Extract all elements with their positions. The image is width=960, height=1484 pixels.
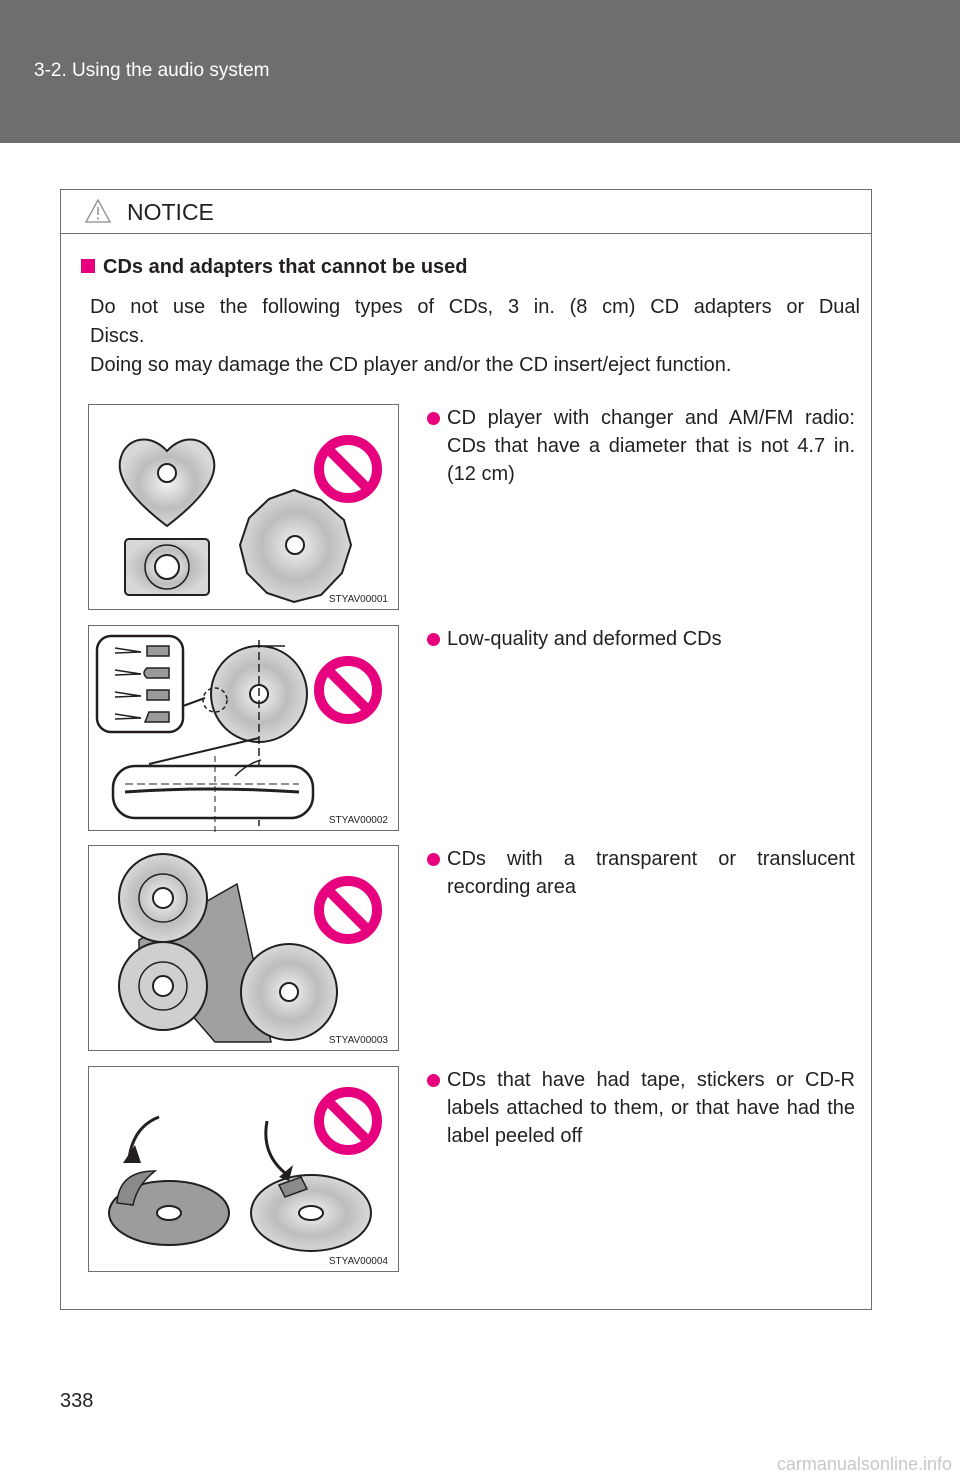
- notice-box: NOTICE CDs and adapters that cannot be u…: [60, 189, 872, 1310]
- figure-code: STYAV00001: [328, 594, 388, 605]
- intro-line-3: Doing so may damage the CD player and/or…: [90, 354, 732, 376]
- notice-title: NOTICE: [127, 199, 214, 225]
- intro-line-2: Discs.: [90, 325, 145, 347]
- bullet-dot-icon: [427, 412, 440, 425]
- intro-paragraph: Do not use the following types of CDs, 3…: [90, 293, 860, 380]
- figure-code: STYAV00004: [328, 1256, 388, 1267]
- odd-shaped-cds-illustration: [118, 435, 382, 604]
- watermark: carmanualsonline.info: [776, 1454, 952, 1474]
- section-title: 3-2. Using the audio system: [34, 60, 270, 81]
- square-bullet-icon: [81, 259, 95, 273]
- bullet-item: CD player with changer and AM/FM radio: …: [427, 404, 855, 488]
- bullet-text: CDs with a transparent or translucent re…: [447, 848, 855, 898]
- intro-line-1: Do not use the following types of CDs, 3…: [90, 296, 860, 318]
- figure-code: STYAV00002: [328, 815, 388, 826]
- bullet-dot-icon: [427, 633, 440, 646]
- figure-labeled-cds: STYAV00004: [88, 1066, 399, 1272]
- warning-icon: [85, 199, 111, 223]
- deformed-cds-illustration: [95, 634, 382, 832]
- bullet-dot-icon: [427, 1074, 440, 1087]
- page-header: 3-2. Using the audio system: [0, 0, 960, 143]
- labeled-cds-illustration: [108, 1087, 382, 1252]
- subheading: CDs and adapters that cannot be used: [81, 256, 468, 279]
- bullet-item: CDs with a transparent or translucent re…: [427, 845, 855, 901]
- bullet-text: CDs that have had tape, stickers or CD-R…: [447, 1069, 855, 1147]
- bullet-dot-icon: [427, 853, 440, 866]
- bullet-item: Low-quality and deformed CDs: [427, 625, 855, 653]
- notice-header: NOTICE: [61, 190, 871, 234]
- subheading-text: CDs and adapters that cannot be used: [103, 256, 468, 278]
- figure-code: STYAV00003: [328, 1035, 388, 1046]
- page-number: 338: [60, 1390, 94, 1412]
- figure-deformed-cds: STYAV00002: [88, 625, 399, 832]
- figure-transparent-cds: STYAV00003: [88, 845, 399, 1051]
- bullet-text: Low-quality and deformed CDs: [447, 628, 722, 650]
- bullet-item: CDs that have had tape, stickers or CD-R…: [427, 1066, 855, 1150]
- figure-odd-shaped-cds: STYAV00001: [88, 404, 399, 610]
- transparent-cds-illustration: [118, 853, 382, 1043]
- bullet-text: CD player with changer and AM/FM radio: …: [447, 407, 855, 485]
